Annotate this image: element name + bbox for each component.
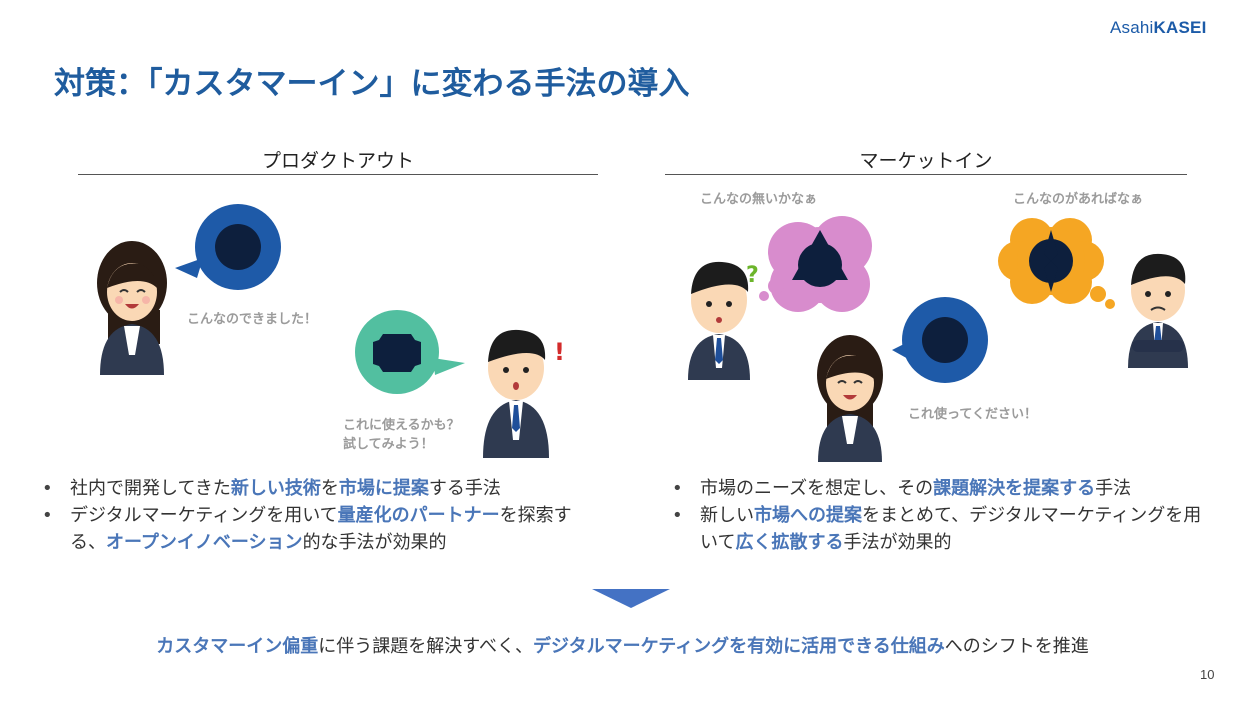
businesswoman-avatar	[97, 241, 167, 375]
text-segment: へのシフトを推進	[944, 636, 1089, 657]
thought-text-left: こんなの無いかなぁ	[700, 192, 818, 207]
businessman-thinking-avatar: ?	[688, 261, 759, 380]
text-segment: デジタルマーケティングを用いて	[70, 505, 338, 526]
bullet-item: デジタルマーケティングを用いて量産化のパートナーを探索する、オープンイノベーショ…	[40, 502, 600, 556]
highlighted-phrase: デジタルマーケティングを有効に活用できる仕組み	[532, 636, 945, 657]
text-segment: に伴う課題を解決すべく、	[318, 636, 533, 657]
highlighted-phrase: 市場への提案	[754, 505, 862, 526]
businessman-worried-avatar	[1128, 253, 1188, 368]
conclusion-statement: カスタマーイン偏重に伴う課題を解決すべく、デジタルマーケティングを有効に活用でき…	[0, 632, 1245, 658]
speech-text-woman-right: これ使ってください！	[908, 407, 1037, 422]
highlighted-phrase: 量産化のパートナー	[337, 505, 500, 526]
highlighted-phrase: 新しい技術	[230, 478, 321, 499]
heading-product-out: プロダクトアウト	[261, 150, 414, 172]
speech-bubble-green	[355, 310, 465, 394]
thought-text-right: こんなのがあればなぁ	[1013, 192, 1144, 207]
businesswoman-avatar-right	[817, 335, 883, 462]
svg-text:!: !	[554, 338, 565, 366]
speech-bubble-blue-right	[892, 297, 988, 383]
svg-text:?: ?	[746, 263, 759, 288]
text-segment: 手法	[1095, 478, 1132, 499]
text-segment: を	[320, 478, 339, 499]
speech-text-man-line2: 試してみよう！	[343, 437, 434, 452]
text-segment: 手法が効果的	[843, 532, 952, 553]
bullet-item: 新しい市場への提案をまとめて、デジタルマーケティングを用いて広く拡散する手法が効…	[670, 502, 1210, 556]
highlighted-phrase: オープンイノベーション	[106, 532, 303, 553]
product-out-illustration: !	[97, 204, 565, 458]
highlighted-phrase: 課題解決を提案する	[933, 478, 1096, 499]
highlighted-phrase: カスタマーイン偏重	[156, 636, 319, 657]
text-segment: 社内で開発してきた	[70, 478, 231, 499]
bullet-list-market-in: 市場のニーズを想定し、その課題解決を提案する手法新しい市場への提案をまとめて、デ…	[670, 475, 1210, 556]
thought-bubble-orange	[998, 218, 1115, 309]
text-segment: 新しい	[700, 505, 754, 526]
text-segment: する手法	[428, 478, 501, 499]
highlighted-phrase: 市場に提案	[338, 478, 429, 499]
speech-bubble-blue	[175, 204, 281, 290]
market-in-illustration: ?	[688, 216, 1188, 462]
heading-rule-left	[78, 174, 598, 175]
page-number: 10	[1200, 667, 1215, 682]
speech-text-man-line1: これに使えるかも？	[343, 418, 460, 433]
heading-rule-right	[665, 174, 1187, 175]
speech-text-woman: こんなのできました！	[187, 312, 318, 327]
businessman-avatar: !	[483, 329, 565, 458]
bullet-item: 市場のニーズを想定し、その課題解決を提案する手法	[670, 475, 1210, 502]
bullet-item: 社内で開発してきた新しい技術を市場に提案する手法	[40, 475, 600, 502]
down-arrow-icon	[592, 589, 670, 608]
page-title: 対策：「カスタマーイン」に変わる手法の導入	[54, 66, 690, 102]
text-segment: を探索する、	[70, 505, 572, 553]
bullet-list-product-out: 社内で開発してきた新しい技術を市場に提案する手法デジタルマーケティングを用いて量…	[40, 475, 600, 556]
text-segment: 市場のニーズを想定し、その	[700, 478, 934, 499]
highlighted-phrase: 広く拡散する	[735, 532, 844, 553]
text-segment: をまとめて、デジタルマーケティングを用いて	[700, 505, 1202, 553]
text-segment: 的な手法が効果的	[302, 532, 447, 553]
heading-market-in: マーケットイン	[859, 150, 993, 172]
thought-bubble-pink	[759, 216, 872, 312]
company-logo: AsahiKASEI	[1110, 18, 1207, 37]
